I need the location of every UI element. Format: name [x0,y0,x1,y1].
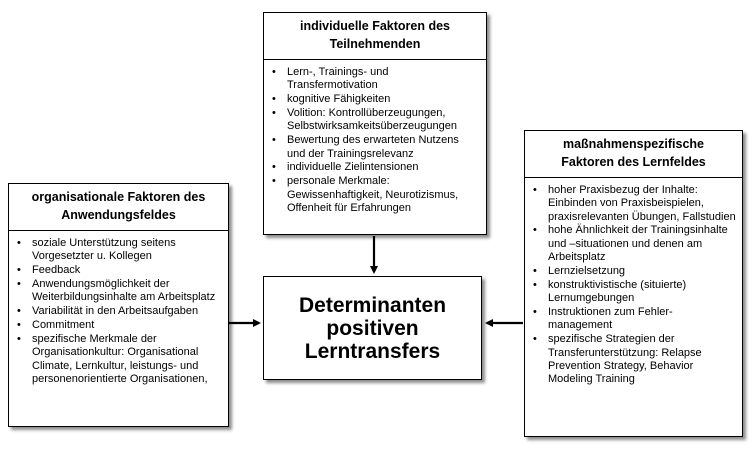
list-item: hoher Praxisbezug der Inhalte: Einbinden… [531,184,736,224]
measure-factors-title: maßnahmenspezifische Faktoren des Lernfe… [525,131,742,178]
list-item: Volition: Kontrollüberzeugungen, Selbstw… [270,107,480,134]
individual-factors-title: individuelle Faktoren des Teilnehmenden [264,13,486,60]
list-item: Commitment [15,319,222,333]
determinants-label: Determinanten positiven Lerntransfers [298,293,447,363]
individual-factors-list: Lern-, Trainings- und Transfermotivation… [264,60,486,215]
list-item: Lernzielsetzung [531,265,736,279]
list-item: Anwendungsmöglichkeit der Weiterbildungs… [15,278,222,305]
list-item: personale Merkmale: Gewissenhaftigkeit, … [270,175,480,215]
list-item: kognitive Fähigkeiten [270,93,480,107]
list-item: konstruktivistische (situierte) Lernumge… [531,279,736,306]
list-item: spezifische Strategien der Transferunter… [531,333,736,386]
individual-factors-box: individuelle Faktoren des Teilnehmenden … [263,12,487,235]
list-item: soziale Unterstützung seitens Vorgesetzt… [15,237,222,264]
list-item: Lern-, Trainings- und Transfermotivation [270,66,480,93]
list-item: individuelle Zielintensionen [270,161,480,175]
list-item: spezifische Merkmale der Organisationkul… [15,333,222,386]
organisational-factors-box: organisationale Faktoren des Anwendungsf… [8,183,229,427]
list-item: Bewertung des erwarteten Nutzens und der… [270,134,480,161]
organisational-factors-title: organisationale Faktoren des Anwendungsf… [9,184,228,231]
determinants-center-box: Determinanten positiven Lerntransfers [263,276,482,380]
organisational-factors-list: soziale Unterstützung seitens Vorgesetzt… [9,231,228,386]
measure-factors-list: hoher Praxisbezug der Inhalte: Einbinden… [525,178,742,386]
list-item: Feedback [15,264,222,278]
list-item: Variabilität in den Arbeitsaufgaben [15,305,222,319]
measure-factors-box: maßnahmenspezifische Faktoren des Lernfe… [524,130,743,437]
list-item: hohe Ähnlichkeit der Trainingsinhalte un… [531,224,736,264]
list-item: Instruktionen zum Fehler-management [531,306,736,333]
